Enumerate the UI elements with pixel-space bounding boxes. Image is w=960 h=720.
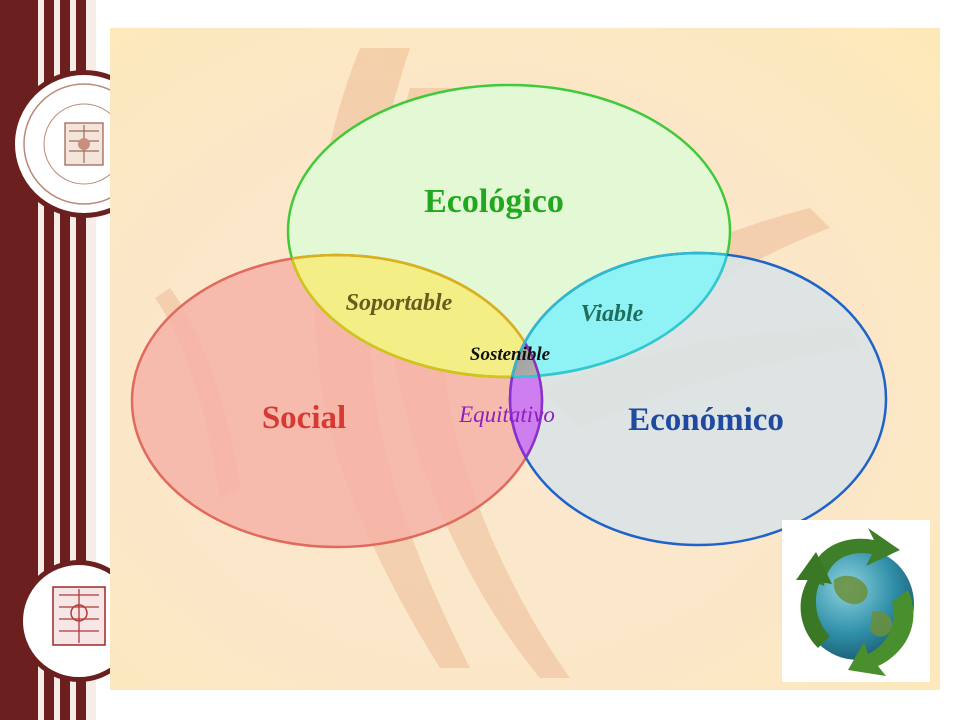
region-soportable: [288, 255, 542, 377]
region-viable: [510, 253, 730, 377]
label-social: Social: [262, 400, 346, 436]
label-soportable: Soportable: [346, 290, 453, 316]
icea-seal-graphic: [52, 586, 106, 646]
label-viable: Viable: [581, 301, 644, 327]
university-seal-graphic: [23, 83, 145, 205]
label-ecologico: Ecológico: [424, 183, 564, 220]
label-economico: Económico: [628, 402, 784, 438]
recycle-globe-image: [782, 520, 930, 682]
globe-recycle-icon: [796, 528, 914, 676]
label-sostenible: Sostenible: [470, 344, 551, 365]
label-equitativo: Equitativo: [458, 402, 555, 427]
